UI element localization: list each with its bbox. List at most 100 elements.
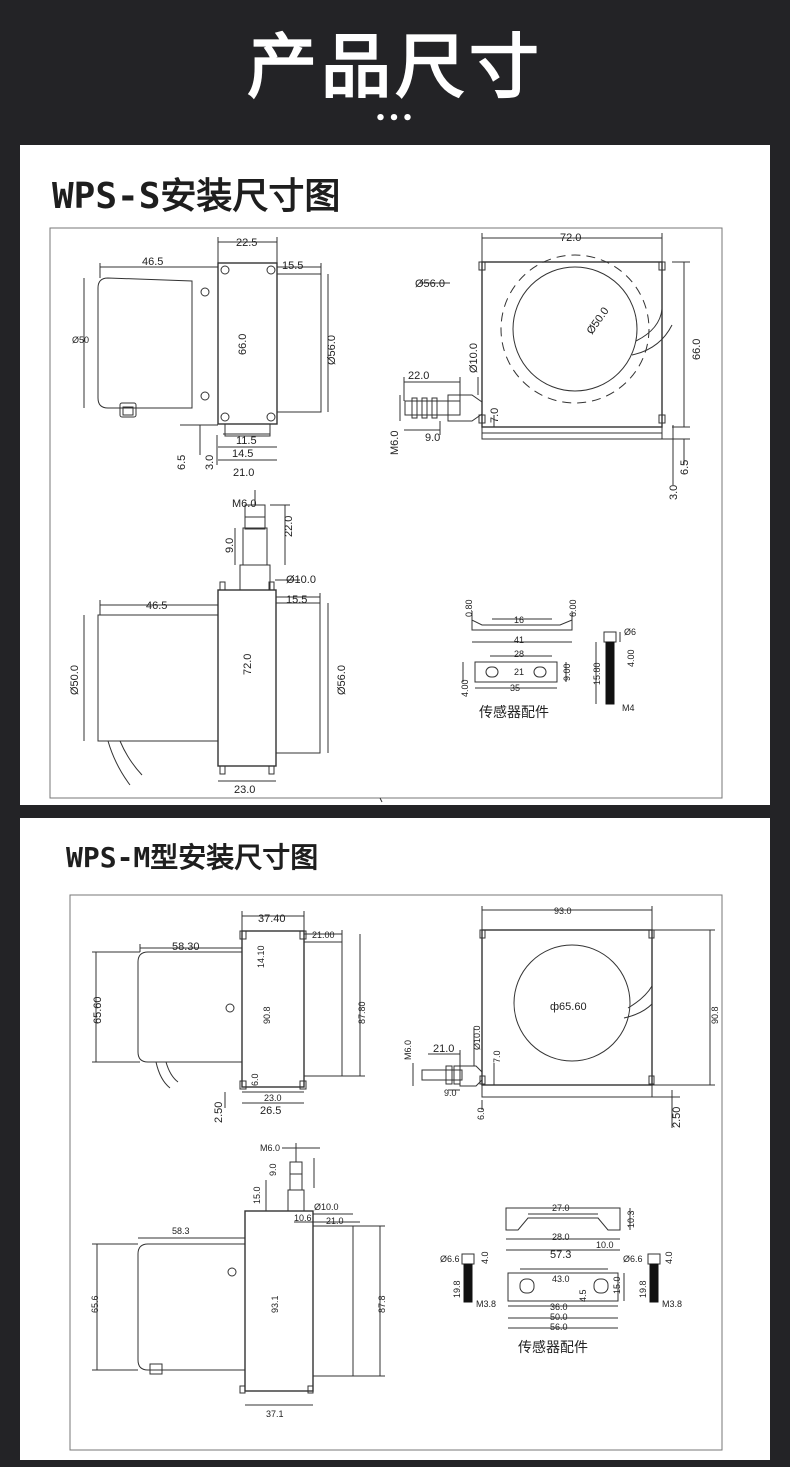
s-acc-d400a: 4.00 <box>460 679 470 697</box>
m-top-d10: Ø10.0 <box>314 1202 339 1212</box>
s-top-left: 46.5 <box>146 600 167 612</box>
wps-m-drawing: 37.40 58.30 21.00 14.10 65.60 90.8 87.80… <box>69 894 723 1451</box>
m-side-top: 93.0 <box>554 906 572 916</box>
s-side-d22: 22.0 <box>408 370 429 382</box>
s-acc-d41: 41 <box>514 635 524 645</box>
s-top-bottom: 23.0 <box>234 784 255 796</box>
m-side-circle <box>513 944 631 1062</box>
s-side-d10: Ø10.0 <box>468 343 480 373</box>
m-top-right-drum <box>312 1225 354 1377</box>
m-front-d230: 23.0 <box>264 1093 282 1103</box>
m-acc-d103: 10.3 <box>626 1210 636 1228</box>
m-front-d250: 2.50 <box>213 1102 225 1123</box>
s-front-center: 66.0 <box>237 334 249 355</box>
m-front-d60: 6.0 <box>250 1073 260 1086</box>
s-front-dia-right: Ø56.0 <box>326 335 338 365</box>
s-side-m6: M6.0 <box>389 431 401 455</box>
wps-s-drawing: 22.5 46.5 15.5 Ø50 66.0 Ø56.0 11.5 14.5 … <box>49 227 723 803</box>
m-acc-d36: 36.0 <box>550 1302 568 1312</box>
s-side-inner-circle <box>512 266 638 392</box>
wps-s-title: WPS-S安装尺寸图 <box>52 176 341 217</box>
m-front-right: 21.00 <box>312 930 335 940</box>
m-front-top: 37.40 <box>258 913 286 925</box>
m-front-d8780: 87.80 <box>357 1001 367 1024</box>
m-side-d21: 21.0 <box>433 1043 454 1055</box>
m-acc-d27: 27.0 <box>552 1203 570 1213</box>
m-top-d9: 9.0 <box>268 1163 278 1176</box>
m-acc-d573: 57.3 <box>550 1249 571 1261</box>
m-front-d265: 26.5 <box>260 1105 281 1117</box>
m-side-dia: ф65.60 <box>550 1001 587 1013</box>
m-side-d10: Ø10.0 <box>472 1025 482 1050</box>
header-dots: ••• <box>374 108 416 129</box>
s-top-dia50: Ø50.0 <box>69 665 81 695</box>
s-front-left-housing <box>97 277 193 409</box>
s-acc-d080: 0.80 <box>464 599 474 617</box>
s-top-dia56: Ø56.0 <box>336 665 348 695</box>
m-acc-dia66a: Ø6.6 <box>440 1254 460 1264</box>
s-acc-d600: 6.00 <box>568 599 578 617</box>
s-top-right-drum <box>275 602 321 754</box>
s-top-right: 15.5 <box>286 594 307 606</box>
m-front-center-body <box>241 930 305 1088</box>
s-side-dia50: Ø50.0 <box>585 305 612 336</box>
m-side-d7: 7.0 <box>492 1050 502 1063</box>
m-top-d21: 21.0 <box>326 1216 344 1226</box>
m-acc-d56: 56.0 <box>550 1322 568 1332</box>
m-acc-d40a: 4.0 <box>480 1251 490 1264</box>
m-side-d9: 9.0 <box>444 1088 457 1098</box>
m-acc-d28: 28.0 <box>552 1232 570 1242</box>
s-acc-dia6: Ø6 <box>624 627 636 637</box>
m-top-left-housing <box>137 1243 246 1371</box>
s-acc-label: 传感器配件 <box>479 704 549 721</box>
s-acc-d400b: 4.00 <box>626 649 636 667</box>
wps-m-panel: WPS-M型安装尺寸图 <box>20 818 770 1460</box>
m-acc-d10: 10.0 <box>596 1240 614 1250</box>
m-front-left-housing <box>137 951 243 1063</box>
s-front-dia-left: Ø50 <box>72 335 89 345</box>
wps-s-panel: WPS-S安装尺寸图 <box>20 145 770 805</box>
s-bolt-icon <box>605 641 615 705</box>
m-acc-bracket <box>505 1207 621 1231</box>
s-top-m6: M6.0 <box>232 498 256 510</box>
m-acc-d50: 50.0 <box>550 1312 568 1322</box>
m-acc-d45: 4.5 <box>578 1289 588 1302</box>
m-front-left: 58.30 <box>172 941 200 953</box>
m-acc-m38a: M3.8 <box>476 1299 496 1309</box>
s-side-d9: 9.0 <box>425 432 440 444</box>
m-top-d106: 10.6 <box>294 1213 312 1223</box>
m-side-d6: 6.0 <box>476 1107 486 1120</box>
m-side-d250: 2.50 <box>671 1107 683 1128</box>
m-top-left: 58.3 <box>172 1226 190 1236</box>
s-top-left-housing <box>97 614 219 742</box>
m-front-right-drum <box>303 941 343 1077</box>
s-acc-d35: 35 <box>510 683 520 693</box>
s-acc-d21: 21 <box>514 667 524 677</box>
s-top-d9: 9.0 <box>224 538 236 553</box>
s-acc-d1580: 15.80 <box>592 662 602 685</box>
s-side-h66: 66.0 <box>691 339 703 360</box>
s-front-right-drum <box>276 273 322 413</box>
s-front-d3: 3.0 <box>204 455 216 470</box>
m-top-d878: 87.8 <box>377 1295 387 1313</box>
m-front-center: 90.8 <box>262 1006 272 1024</box>
s-front-right: 15.5 <box>282 260 303 272</box>
s-front-top: 22.5 <box>236 237 257 249</box>
m-top-center: 93.1 <box>270 1295 280 1313</box>
s-top-center: 72.0 <box>242 654 254 675</box>
m-acc-d198b: 19.8 <box>638 1280 648 1298</box>
m-acc-d198a: 19.8 <box>452 1280 462 1298</box>
header-title: 产品尺寸 <box>247 26 543 108</box>
m-top-dia: 65.6 <box>90 1295 100 1313</box>
s-side-d3: 3.0 <box>668 485 680 500</box>
m-acc-d150: 15.0 <box>612 1276 622 1294</box>
s-front-d21: 21.0 <box>233 467 254 479</box>
s-front-left: 46.5 <box>142 256 163 268</box>
s-acc-d28: 28 <box>514 649 524 659</box>
s-acc-d900: 9.00 <box>562 663 572 681</box>
m-acc-label: 传感器配件 <box>518 1339 588 1356</box>
s-front-d65: 6.5 <box>176 455 188 470</box>
s-top-center-body <box>217 589 277 767</box>
m-top-m6: M6.0 <box>260 1143 280 1153</box>
s-acc-m4: M4 <box>622 703 635 713</box>
